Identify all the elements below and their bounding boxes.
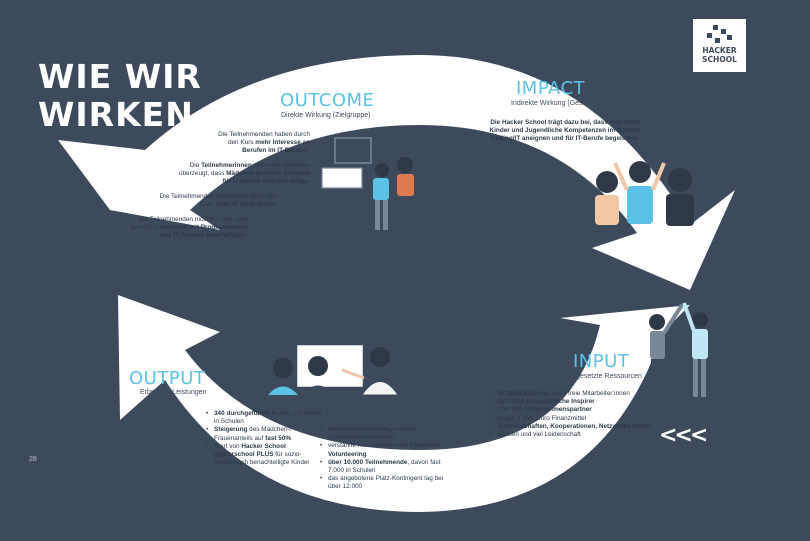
outcome-text-4: Die Teilnehmenden möchten sich nach dem … bbox=[130, 216, 248, 240]
list-item: über 10.000 Teilnehmende, davon fast 7.0… bbox=[320, 459, 456, 475]
output-heading: OUTPUT bbox=[129, 368, 206, 389]
list-item: knapp 1 Mio. Euro Finanzmittel bbox=[490, 415, 673, 423]
list-item: Start von Hacker School @yourschool PLUS… bbox=[206, 443, 322, 468]
outcome-illustration bbox=[318, 137, 414, 230]
title-line-1: WIE WIR bbox=[38, 57, 202, 96]
impact-subtitle: Indirekte Wirkung (Gesellschaft) bbox=[511, 100, 611, 107]
output-list-1: 340 durchgeführte Kurse, 2/3 davon in Sc… bbox=[204, 410, 322, 467]
list-item: Steigerung des Mädchen-/ Frauenanteils a… bbox=[206, 426, 322, 442]
list-item: fast 1700 ehrenamtliche Inspirer bbox=[490, 398, 673, 406]
input-list: 34 Mitarbeitende und 5 freie Mitarbeiter… bbox=[488, 390, 673, 439]
input-subtitle: Eingesetzte Ressourcen bbox=[566, 373, 642, 380]
impact-illustration bbox=[595, 161, 694, 226]
outcome-subtitle: Direkte Wirkung (Zielgruppe) bbox=[281, 112, 371, 119]
output-subtitle: Erbrachte Leistungen bbox=[140, 389, 207, 396]
list-item: über 500 Unternehmenspartner bbox=[490, 406, 673, 414]
impact-text: Die Hacker School trägt dazu bei, dass s… bbox=[489, 119, 641, 143]
title-line-2: WIRKEN bbox=[38, 95, 194, 134]
list-item: 34 Mitarbeitende und 5 freie Mitarbeiter… bbox=[490, 390, 673, 398]
chevron-left-icon: <<< bbox=[659, 423, 708, 448]
output-list-2: Professionalisierung unseres Wirkungsman… bbox=[318, 426, 456, 492]
outcome-text-2: Die Teilnehmerinnen sind nach dem Kurs ü… bbox=[178, 162, 310, 186]
input-illustration: ✦ bbox=[649, 293, 708, 397]
list-item: 340 durchgeführte Kurse, 2/3 davon in Sc… bbox=[206, 410, 322, 426]
outcome-text-3: Die Teilnehmenden entdecken durch den Ku… bbox=[159, 193, 278, 209]
svg-text:✦: ✦ bbox=[676, 293, 683, 302]
list-item: Wissen und viel Leidenschaft bbox=[490, 431, 673, 439]
outcome-heading: OUTCOME bbox=[280, 90, 375, 111]
list-item: Partnerschaften, Kooperationen, Netzwerk… bbox=[490, 423, 673, 431]
impact-heading: IMPACT bbox=[516, 78, 586, 99]
hacker-school-logo: HACKER SCHOOL bbox=[693, 19, 746, 72]
list-item: Professionalisierung unseres Wirkungsman… bbox=[320, 426, 456, 442]
list-item: das angebotene Platz-Kontingent lag bei … bbox=[320, 475, 456, 491]
outcome-text-1: Die Teilnehmenden haben durch den Kurs m… bbox=[218, 131, 310, 155]
input-heading: INPUT bbox=[573, 351, 630, 372]
page-title: WIE WIR WIRKEN bbox=[38, 58, 202, 134]
output-illustration bbox=[268, 342, 399, 396]
page-number: 28 bbox=[29, 456, 37, 463]
list-item: verstärkte Konzentration auf Corporate V… bbox=[320, 442, 456, 458]
logo-line-2: SCHOOL bbox=[702, 55, 737, 64]
logo-line-1: HACKER bbox=[702, 46, 737, 55]
